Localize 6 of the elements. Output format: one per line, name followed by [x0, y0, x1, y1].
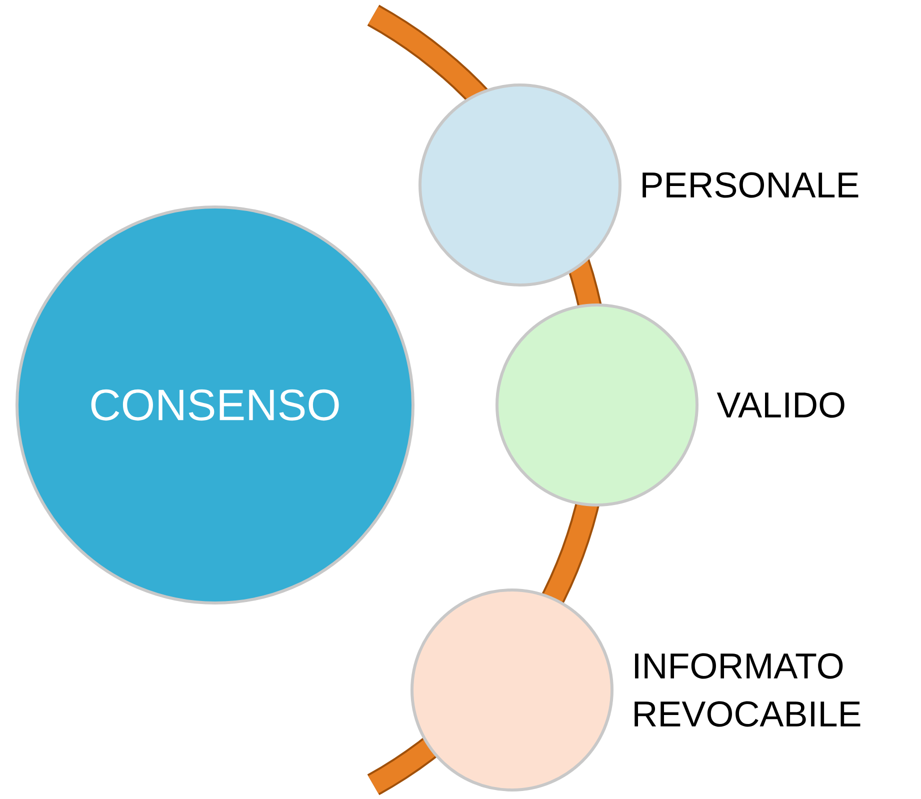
side-label: PERSONALE: [642, 172, 858, 198]
circle: [496, 304, 698, 506]
side-label: INFORMATO REVOCABILE: [634, 653, 860, 727]
circle: [418, 84, 622, 286]
circle: [410, 588, 614, 792]
side-label: VALIDO: [716, 392, 844, 418]
